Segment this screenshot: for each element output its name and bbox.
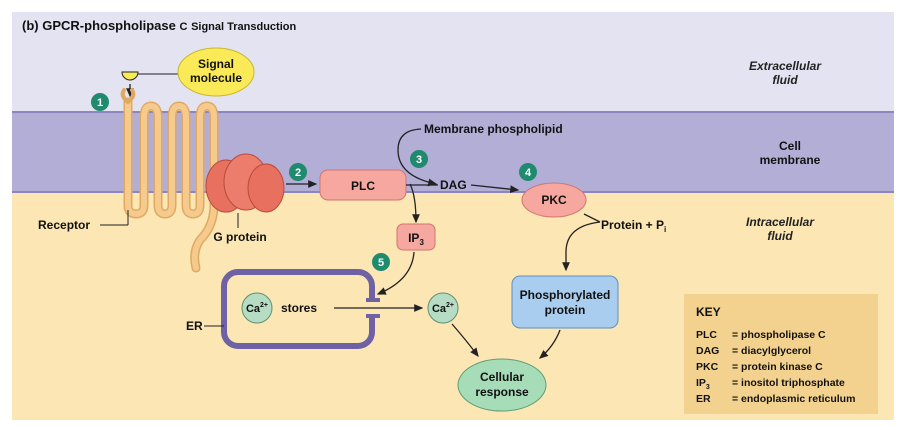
key-abbr-plc: PLC bbox=[696, 329, 717, 341]
step-1-number: 1 bbox=[97, 97, 103, 109]
signal-ligand-shape bbox=[121, 71, 139, 81]
key-abbr-pkc: PKC bbox=[696, 361, 719, 373]
pkc-ellipse bbox=[521, 182, 587, 218]
stores-label: stores bbox=[281, 301, 317, 315]
intracellular-label-line2: fluid bbox=[767, 229, 793, 243]
dag-label: DAG bbox=[440, 178, 467, 192]
key-abbr-dag: DAG bbox=[696, 345, 719, 357]
step-1-badge bbox=[91, 93, 109, 111]
receptor-fill bbox=[125, 99, 217, 271]
key-box bbox=[684, 294, 878, 414]
pkc-label: PKC bbox=[541, 193, 567, 207]
signal-molecule-bubble bbox=[177, 47, 255, 97]
plc-label: PLC bbox=[351, 179, 375, 193]
step-2-number: 2 bbox=[295, 167, 301, 179]
cellular-response-ellipse bbox=[457, 358, 547, 412]
g-protein-label: G protein bbox=[213, 230, 266, 244]
step-2-badge bbox=[289, 163, 307, 181]
phosphorylated-protein-label-line2: protein bbox=[545, 303, 586, 317]
er-label: ER bbox=[186, 319, 203, 333]
step-3-number: 3 bbox=[416, 154, 422, 166]
protein-pi-label: Protein + Pi bbox=[601, 218, 666, 234]
ca-stores-label: Ca2+ bbox=[246, 302, 268, 315]
protein-to-phosphorylated-arrow bbox=[562, 221, 601, 272]
receptor-label: Receptor bbox=[38, 218, 90, 232]
ip3-box bbox=[396, 223, 436, 251]
step-5-badge bbox=[372, 253, 390, 271]
receptor-binding-site bbox=[120, 88, 136, 104]
dag-to-pkc-arrow bbox=[470, 184, 520, 194]
membrane-phospholipid-label: Membrane phospholipid bbox=[424, 122, 563, 136]
signal-molecule-label-line2: molecule bbox=[190, 71, 242, 85]
extracellular-region bbox=[12, 12, 894, 112]
key-abbr-er: ER bbox=[696, 393, 711, 405]
plc-to-ip3-arrow bbox=[409, 183, 420, 224]
key-def-ip3: = inositol triphosphate bbox=[732, 377, 845, 389]
ca-released-circle bbox=[427, 292, 459, 324]
step-3-badge bbox=[410, 150, 428, 168]
phosphorylated-to-response-arrow bbox=[539, 329, 561, 359]
extracellular-label-line2: fluid bbox=[772, 73, 798, 87]
ca-released-label: Ca2+ bbox=[432, 302, 454, 315]
key-abbr-ip3: IP3 bbox=[696, 377, 710, 391]
intracellular-label: Intracellular bbox=[746, 215, 815, 229]
phospholipid-to-dag-arrow bbox=[397, 128, 438, 187]
extracellular-label: Extracellular bbox=[749, 59, 822, 73]
key-def-er: = endoplasmic reticulum bbox=[732, 393, 855, 405]
membrane-label-line2: membrane bbox=[760, 153, 821, 167]
ca-stores-circle bbox=[241, 292, 273, 324]
figure-title: (b) GPCR-phospholipase C Signal Transduc… bbox=[22, 18, 296, 33]
key-title: KEY bbox=[696, 305, 721, 319]
key-def-dag: = diacylglycerol bbox=[732, 345, 811, 357]
cellular-response-label-line2: response bbox=[475, 385, 529, 399]
ip3-label: IP3 bbox=[408, 231, 424, 247]
cellular-response-label: Cellular bbox=[480, 370, 524, 384]
ca-to-response-arrow bbox=[451, 323, 479, 358]
signal-molecule-label: Signal bbox=[198, 57, 234, 71]
step-4-number: 4 bbox=[525, 167, 532, 179]
pkc-to-protein-line bbox=[583, 213, 601, 223]
g-protein-subunit-alpha bbox=[247, 163, 285, 213]
step-5-number: 5 bbox=[378, 257, 384, 269]
ip3-to-er-arrow bbox=[376, 251, 415, 295]
membrane-label: Cell bbox=[779, 139, 801, 153]
step-4-badge bbox=[519, 163, 537, 181]
key-def-pkc: = protein kinase C bbox=[732, 361, 823, 373]
phosphorylated-protein-box bbox=[511, 275, 619, 329]
key-def-plc: = phospholipase C bbox=[732, 329, 826, 341]
phosphorylated-protein-label: Phosphorylated bbox=[520, 288, 611, 302]
